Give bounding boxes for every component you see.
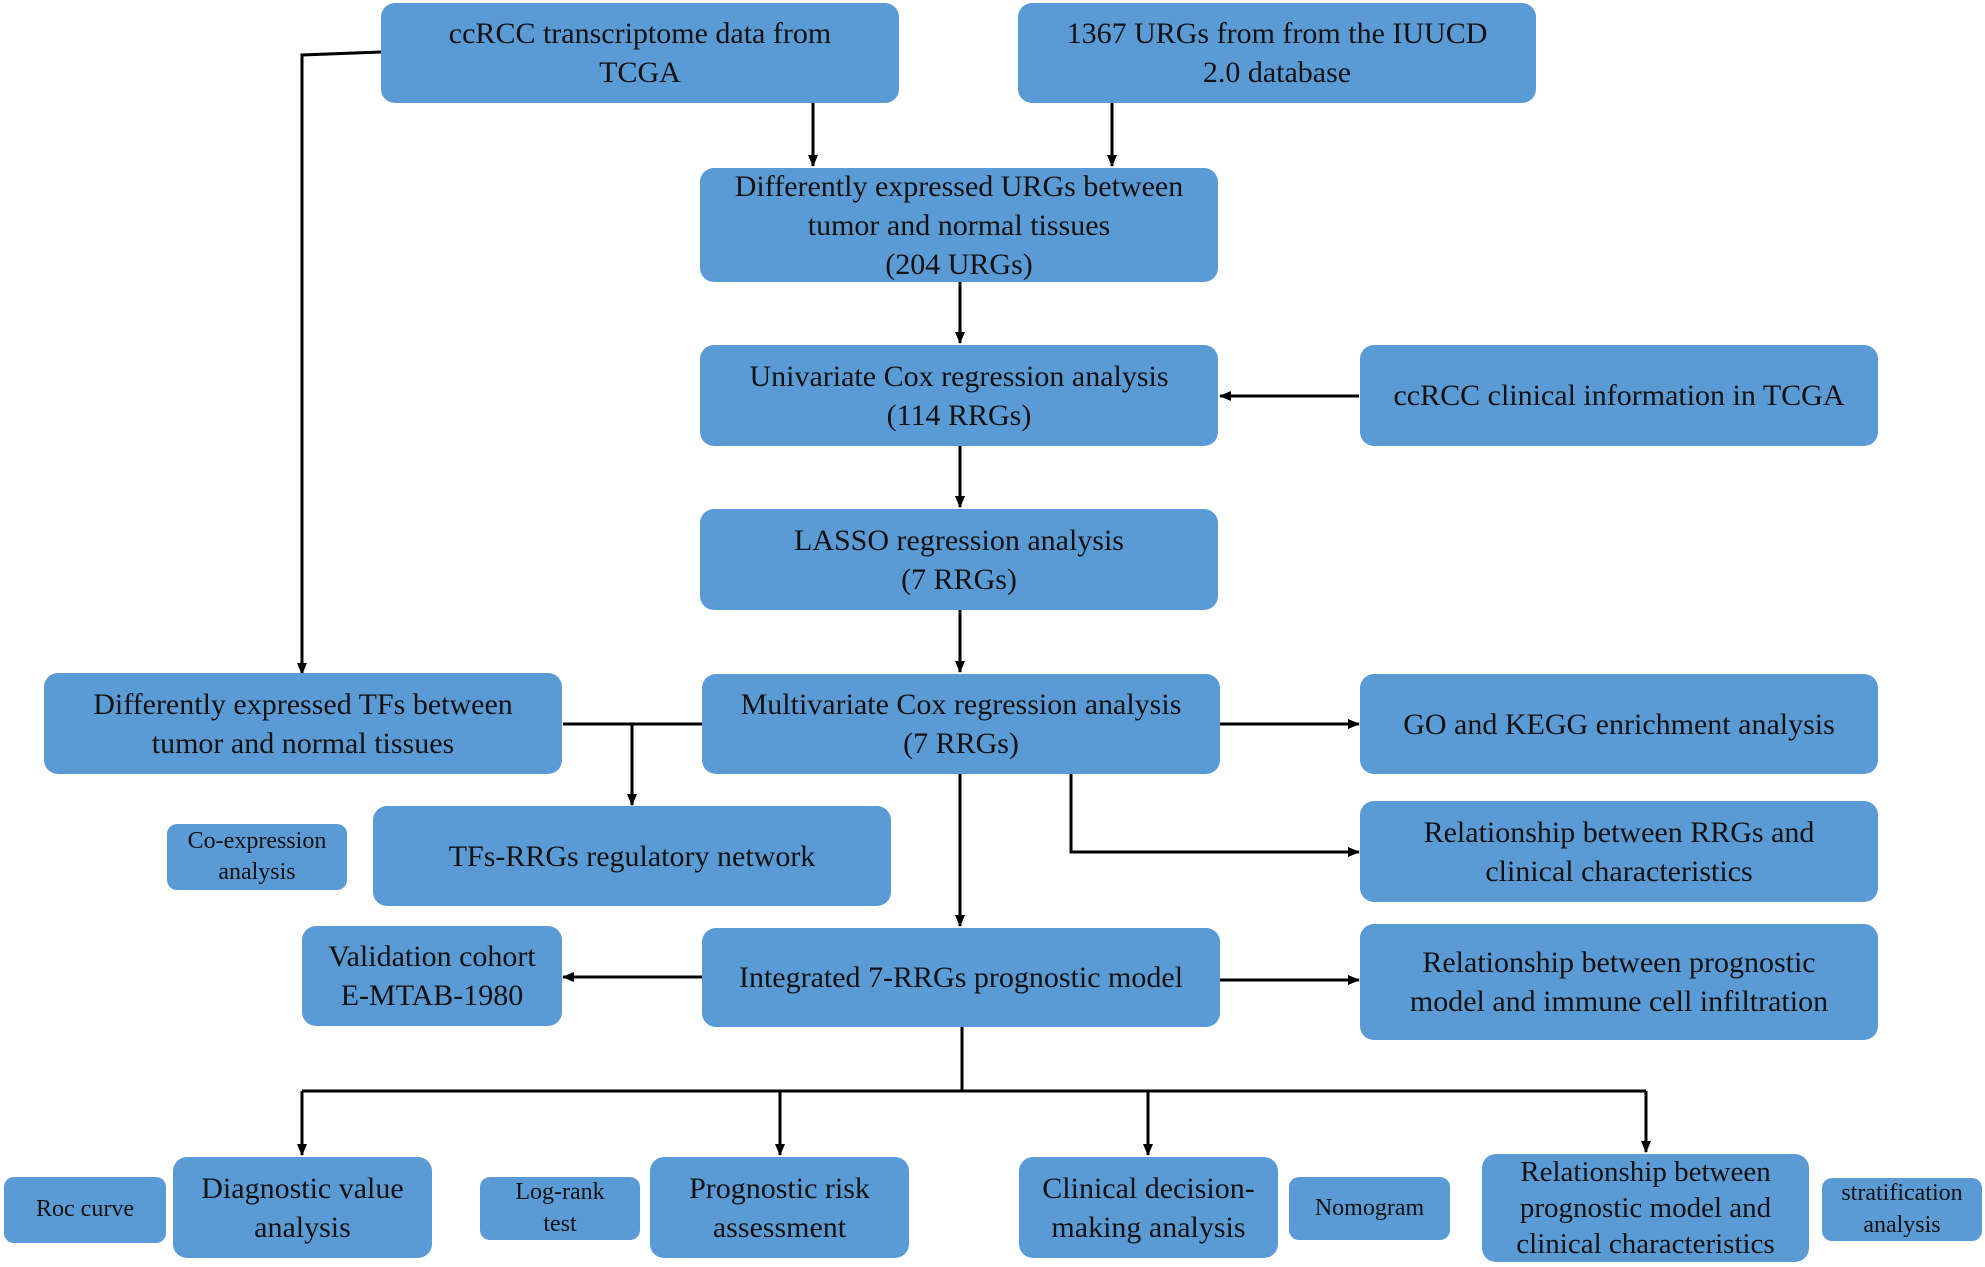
prognostic-model-box: Integrated 7-RRGs prognostic model bbox=[702, 928, 1220, 1027]
roc-curve-box: Roc curve bbox=[4, 1177, 166, 1243]
stratification-box: stratification analysis bbox=[1822, 1178, 1982, 1241]
arrow-transcriptome-to-de-tfs bbox=[297, 50, 382, 675]
log-rank-box: Log-rank test bbox=[480, 1177, 640, 1240]
de-tfs-box: Differently expressed TFs between tumor … bbox=[44, 673, 562, 774]
iuucd-urgs-box: 1367 URGs from from the IUUCD 2.0 databa… bbox=[1018, 3, 1536, 103]
arrow-multivariate-to-rrgs-clinical bbox=[1069, 774, 1360, 857]
prognostic-risk-box: Prognostic risk assessment bbox=[650, 1157, 909, 1258]
rrgs-clinical-box: Relationship between RRGs and clinical c… bbox=[1360, 801, 1878, 902]
tfs-network-box: TFs-RRGs regulatory network bbox=[373, 806, 891, 906]
clinical-info-box: ccRCC clinical information in TCGA bbox=[1360, 345, 1878, 446]
model-clinical-box: Relationship between prognostic model an… bbox=[1482, 1154, 1809, 1262]
univariate-cox-box: Univariate Cox regression analysis (114 … bbox=[700, 345, 1218, 446]
multivariate-cox-box: Multivariate Cox regression analysis (7 … bbox=[702, 674, 1220, 774]
diagnostic-value-box: Diagnostic value analysis bbox=[173, 1157, 432, 1258]
tcga-transcriptome-box: ccRCC transcriptome data from TCGA bbox=[381, 3, 899, 103]
co-expression-box: Co-expression analysis bbox=[167, 824, 347, 890]
nomogram-box: Nomogram bbox=[1289, 1177, 1450, 1240]
immune-infiltration-box: Relationship between prognostic model an… bbox=[1360, 924, 1878, 1040]
de-urgs-box: Differently expressed URGs between tumor… bbox=[700, 168, 1218, 282]
validation-cohort-box: Validation cohort E-MTAB-1980 bbox=[302, 926, 562, 1026]
go-kegg-box: GO and KEGG enrichment analysis bbox=[1360, 674, 1878, 774]
lasso-box: LASSO regression analysis (7 RRGs) bbox=[700, 509, 1218, 610]
clinical-decision-box: Clinical decision- making analysis bbox=[1019, 1157, 1278, 1258]
